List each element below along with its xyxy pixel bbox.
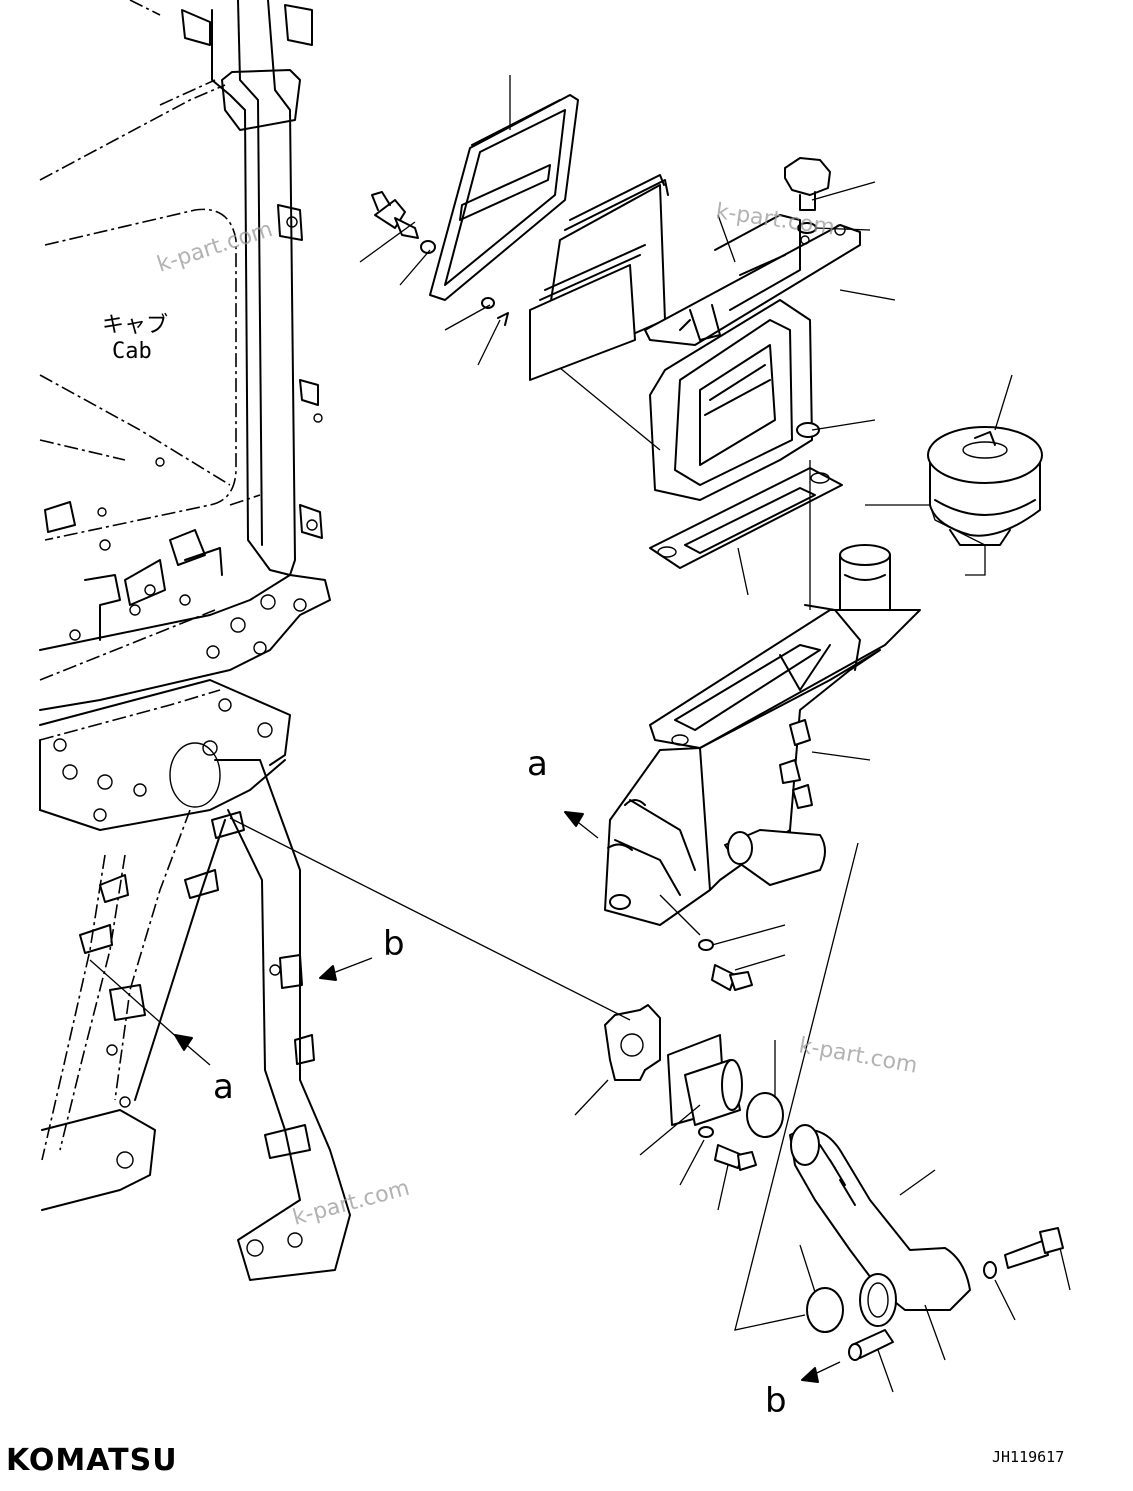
duct-washer	[698, 939, 714, 951]
watermark-4: k-part.com	[290, 1176, 412, 1231]
gasket	[649, 467, 843, 569]
filter-cover-frame	[429, 94, 579, 301]
view-ref-a-primary: a	[527, 744, 548, 784]
view-ref-b-primary: b	[383, 924, 405, 964]
air-duct	[604, 649, 881, 926]
wing-bolt	[371, 191, 419, 239]
intake-bracket	[649, 604, 921, 749]
cover-plate	[604, 1004, 661, 1081]
cab-label: キャブ Cab	[102, 313, 168, 364]
adapter-washer	[698, 1126, 714, 1138]
adapter-clamp	[746, 1092, 784, 1138]
cab-label-english: Cab	[112, 339, 152, 364]
precleaner	[927, 426, 1043, 546]
cab-frame	[39, 0, 351, 1281]
hose-washer	[983, 1261, 997, 1279]
hose-clamp	[806, 1287, 844, 1333]
adapter-bolt	[714, 1144, 757, 1171]
adapter	[667, 1034, 743, 1126]
watermark-3: k-part.com	[797, 1033, 919, 1078]
cab-label-japanese: キャブ	[102, 313, 168, 338]
duct-outlet	[724, 829, 826, 886]
duct-bolt	[711, 964, 753, 991]
filter-housing	[649, 299, 813, 501]
view-ref-a-secondary: a	[213, 1067, 234, 1107]
komatsu-logo: KOMATSU	[6, 1443, 178, 1478]
spacer	[848, 1329, 894, 1361]
leader-lines	[89, 75, 1071, 1393]
housing-top	[644, 214, 861, 346]
watermark-1: k-part.com	[154, 217, 276, 278]
hose	[789, 1124, 971, 1327]
filter-elements	[529, 174, 669, 381]
drawing-code: JH119617	[992, 1448, 1064, 1466]
clips	[779, 719, 813, 809]
nut	[796, 422, 820, 438]
knob	[784, 157, 831, 211]
watermark-2: k-part.com	[714, 199, 836, 240]
view-ref-b-secondary: b	[765, 1381, 787, 1421]
long-bolt	[1004, 1227, 1064, 1269]
